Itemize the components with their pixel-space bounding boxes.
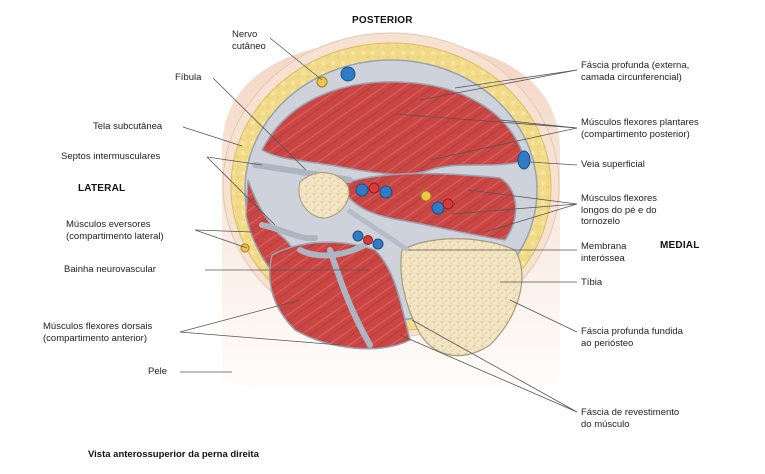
label-fascia-revestimento: Fáscia de revestimento do músculo [581, 407, 680, 430]
neurovascular-bundle-peroneal [420, 190, 454, 215]
anterior-compartment-muscle [269, 241, 411, 350]
label-fibula: Fíbula [175, 72, 202, 83]
label-tela-subcutanea: Tela subcutânea [93, 121, 163, 132]
figure-caption: Vista anterossuperior da perna direita [88, 449, 259, 460]
lateral-nerve [240, 243, 250, 253]
posterior-compartment-muscle [261, 81, 526, 175]
direction-posterior: POSTERIOR [352, 15, 413, 26]
direction-lateral: LATERAL [78, 183, 126, 194]
leader-lines [179, 37, 578, 413]
label-nervo-cutaneo: Nervo cutâneo [232, 29, 266, 52]
label-eversores: Músculos eversores (compartimento latera… [66, 219, 164, 242]
cutaneous-nerve [316, 76, 328, 88]
label-fascia-fundida: Fáscia profunda fundida ao periósteo [581, 326, 683, 349]
small-saphenous-vein [340, 66, 356, 82]
label-veia-superficial: Veia superficial [581, 159, 645, 170]
label-flexores-dorsais: Músculos flexores dorsais (compartimento… [43, 321, 153, 344]
label-tibia: Tíbia [581, 277, 603, 288]
label-bainha: Bainha neurovascular [64, 264, 156, 275]
fibula-bone [298, 172, 350, 219]
neurovascular-bundle-anterior [352, 230, 384, 250]
tibia-bone [400, 238, 523, 357]
label-flexores-plantares: Músculos flexores plantares (compartimen… [581, 117, 699, 140]
label-membrana: Membrana interóssea [581, 241, 627, 264]
great-saphenous-vein [517, 150, 531, 170]
label-septos: Septos intermusculares [61, 151, 161, 162]
label-flexores-longos: Músculos flexores longos do pé e do torn… [581, 193, 658, 227]
direction-medial: MEDIAL [660, 240, 700, 251]
neurovascular-bundle-posterior [355, 182, 393, 199]
label-pele: Pele [148, 366, 168, 377]
interosseous-membrane-shape [346, 207, 410, 253]
label-fascia-profunda: Fáscia profunda (externa, camada circunf… [581, 60, 690, 83]
